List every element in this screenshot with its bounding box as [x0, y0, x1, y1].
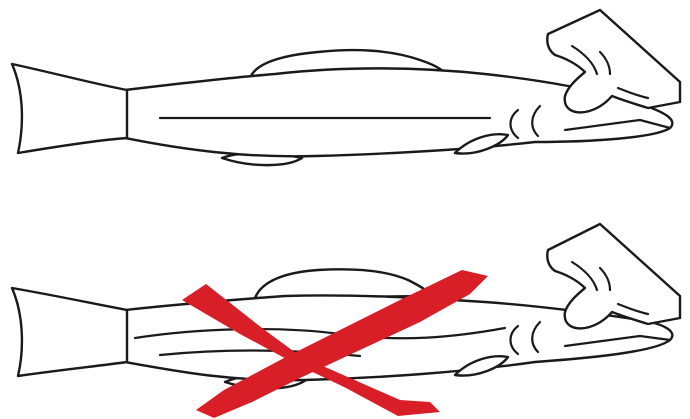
incorrect-fish-illustration	[0, 210, 690, 419]
incorrect-example-panel	[0, 210, 690, 419]
fish-held-straight	[12, 10, 680, 165]
correct-fish-illustration	[0, 0, 690, 200]
fish-held-bent	[12, 224, 680, 389]
correct-example-panel	[0, 0, 690, 200]
